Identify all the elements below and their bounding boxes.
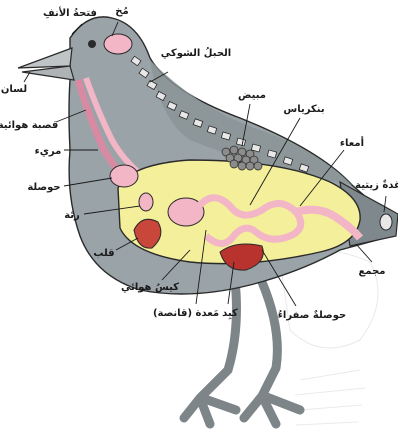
eye [88, 40, 96, 48]
crop-organ [110, 165, 138, 187]
label-gall-bladder: حوصلةٌ صفراءُ [278, 309, 346, 321]
brain-organ [104, 34, 132, 54]
label-spinal-cord: الحبلُ الشوكي [161, 47, 231, 59]
label-heart: قلب [93, 248, 114, 259]
label-nostril: فتحةُ الأنفِ [43, 6, 97, 19]
label-gizzard: مَعدة (قانصة) [153, 308, 219, 319]
label-crop: حوصلة [27, 182, 60, 193]
label-liver: كبِد [222, 308, 238, 320]
label-trachea: قصبة هوائية [0, 120, 58, 131]
bird-legs [184, 280, 300, 424]
lung-organ [139, 193, 153, 211]
label-oil-gland: غدةٌ زيتية [355, 179, 398, 191]
label-brain: مُخ [115, 6, 128, 17]
label-air-sac: كيسُ هوائي [121, 282, 179, 293]
oil-gland-organ [380, 214, 392, 230]
label-ovary: مبيض [238, 90, 266, 101]
label-lung: رئة [64, 210, 80, 221]
label-pancreas: بنكرياس [283, 104, 324, 115]
label-cloaca: مجمع [359, 266, 386, 277]
beak [18, 48, 72, 68]
label-esophagus: مريء [35, 146, 62, 157]
label-intestines: أمعاء [340, 136, 364, 149]
label-tongue: لسان [1, 84, 27, 95]
